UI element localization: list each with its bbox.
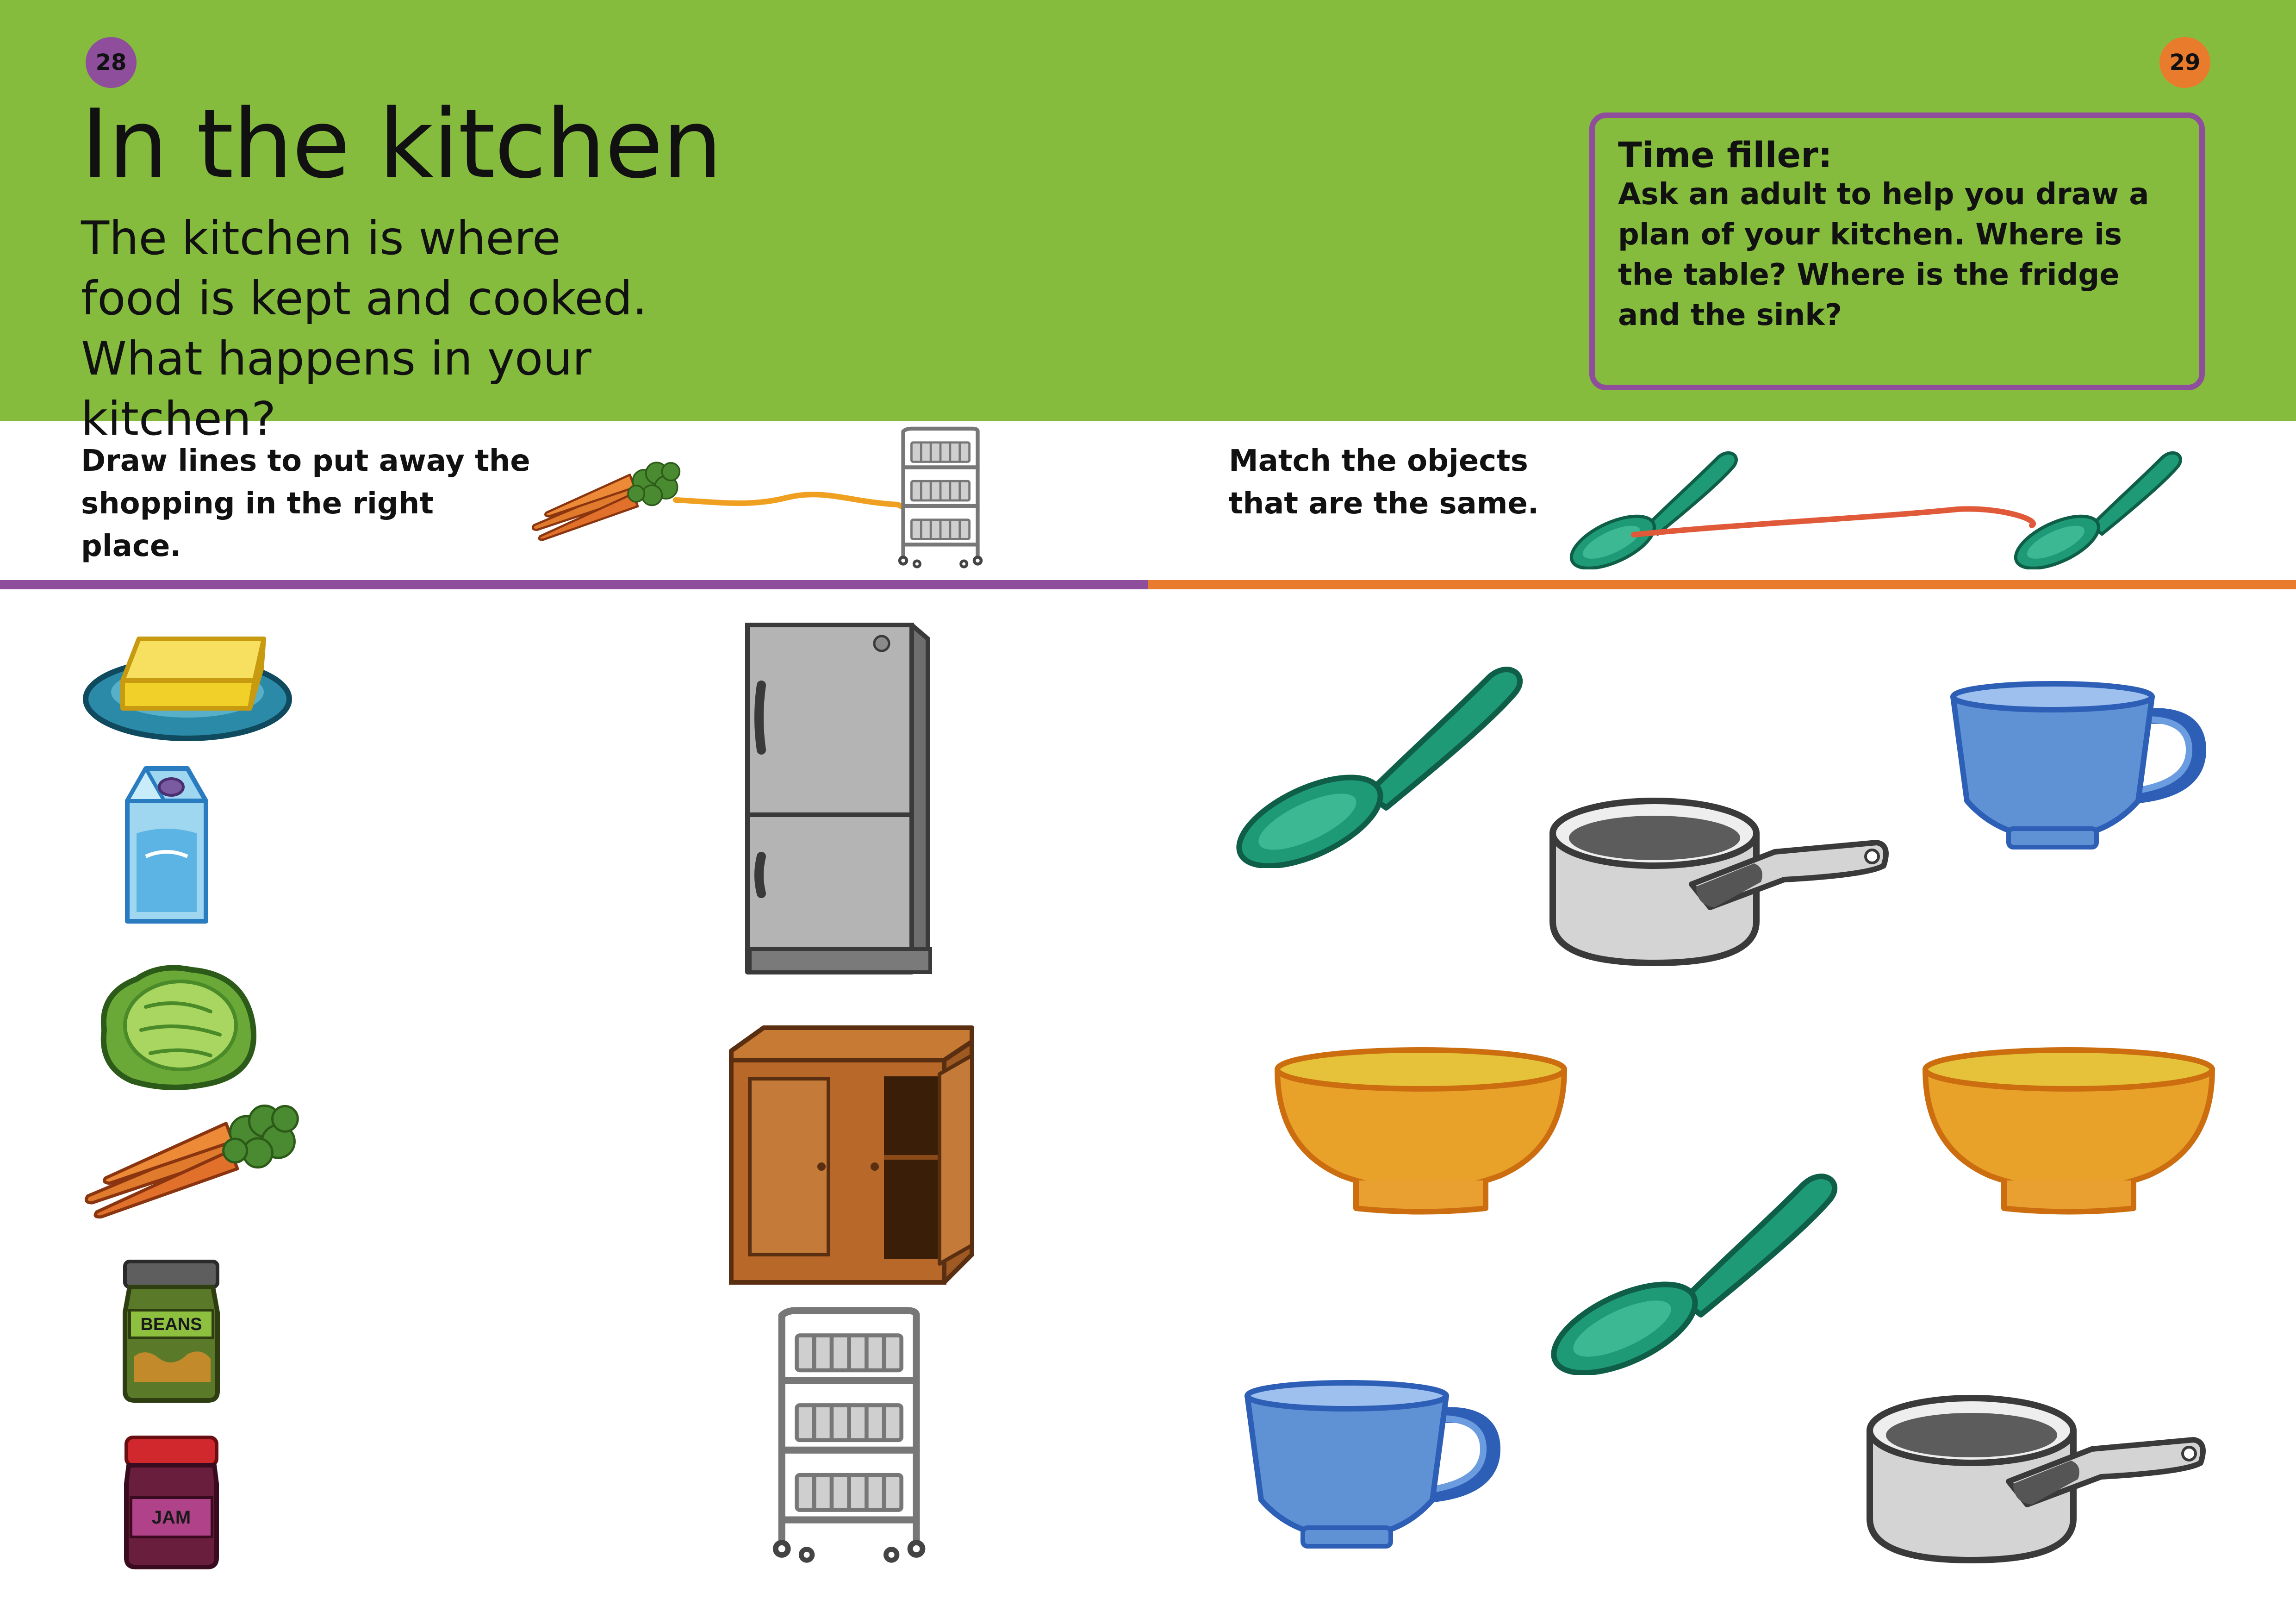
spoon-match-example — [1564, 440, 2189, 574]
spoon-icon — [2008, 453, 2180, 579]
carrots-icon — [533, 462, 679, 540]
example-match-line — [1631, 506, 2036, 537]
carrots-icon — [79, 1097, 305, 1222]
time-filler-box: Time filler: Ask an adult to help you dr… — [1589, 112, 2205, 390]
spoon-icon — [1564, 453, 1736, 579]
left-instruction: Draw lines to put away the shopping in t… — [81, 444, 530, 563]
carrot-rack-example — [528, 421, 1009, 574]
beans-jar-icon: BEANS — [123, 1260, 220, 1403]
milk-carton-icon — [125, 766, 208, 924]
cabbage-icon — [100, 965, 257, 1090]
header-band — [0, 0, 2296, 421]
cupboard-icon — [729, 1025, 974, 1285]
intro-text: The kitchen is where food is kept and co… — [81, 211, 647, 446]
bowl-icon — [1916, 1037, 2221, 1222]
time-filler-title: Time filler: — [1618, 134, 1832, 175]
saucepan-icon — [1856, 1384, 2217, 1569]
time-filler-text: Ask an adult to help you draw a plan of … — [1618, 177, 2149, 332]
page-number-left: 28 — [86, 37, 137, 88]
right-instruction: Match the objects that are the same. — [1229, 444, 1539, 521]
cup-icon — [1233, 1375, 1502, 1551]
jam-jar-icon: JAM — [124, 1436, 219, 1569]
bowl-icon — [1268, 1037, 1574, 1222]
butter-icon — [83, 637, 292, 741]
example-line — [673, 492, 905, 510]
vegetable-rack-icon — [898, 429, 983, 568]
spoon-icon — [1543, 1162, 1840, 1375]
cup-icon — [1939, 676, 2208, 852]
vegetable-rack-icon — [759, 1305, 944, 1565]
fridge-icon — [745, 623, 932, 974]
beans-label: BEANS — [140, 1315, 202, 1334]
jam-label: JAM — [152, 1507, 191, 1528]
saucepan-icon — [1541, 787, 1898, 972]
page-title: In the kitchen — [81, 89, 722, 200]
divider-left — [0, 580, 1148, 589]
page-number-right: 29 — [2159, 37, 2210, 88]
divider-right — [1148, 580, 2296, 589]
spoon-icon — [1229, 655, 1525, 868]
